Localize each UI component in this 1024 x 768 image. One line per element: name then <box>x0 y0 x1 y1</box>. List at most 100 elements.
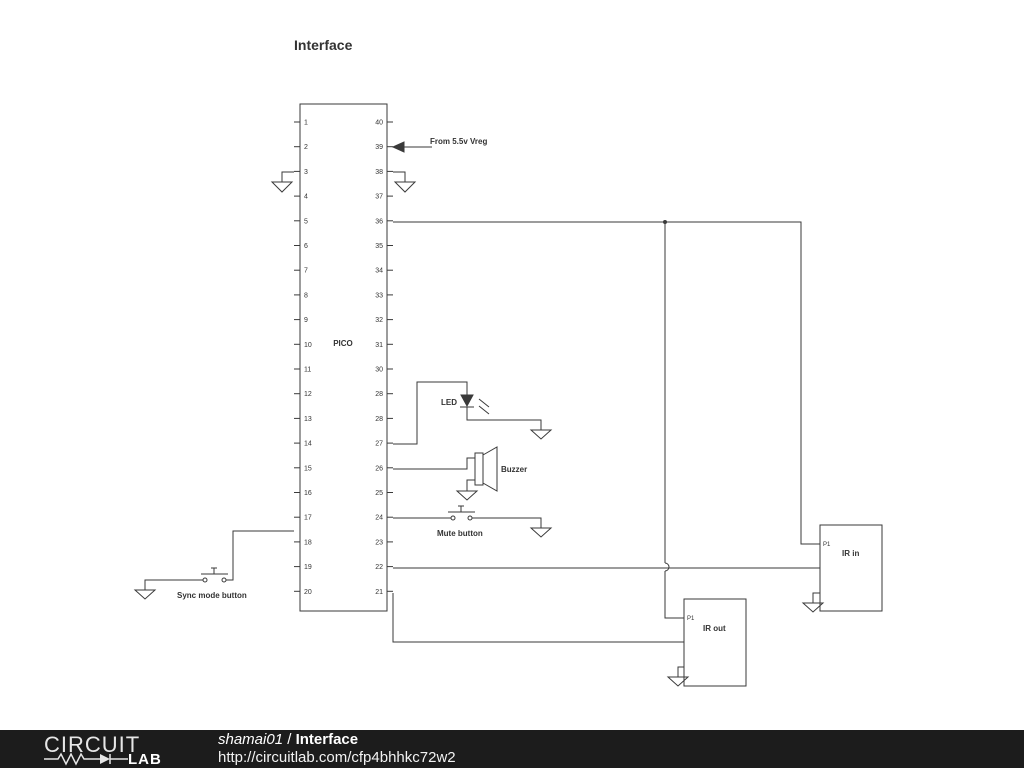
pin-number-right: 24 <box>375 515 383 522</box>
buzzer-icon <box>474 452 484 486</box>
pin-number-left: 20 <box>304 589 312 596</box>
pin3-ground-wire <box>281 171 294 182</box>
vreg-label: From 5.5v Vreg <box>430 137 487 146</box>
pin-number-left: 7 <box>304 268 308 275</box>
pin-number-left: 6 <box>304 243 308 250</box>
pin-number-right: 33 <box>375 292 383 299</box>
led-wire <box>393 381 468 445</box>
led-ground-wire <box>466 407 542 430</box>
resistor-diode-icon <box>44 752 128 766</box>
ir-in-pin-label: P1 <box>823 542 831 548</box>
ground-icon <box>393 181 417 193</box>
circuitlab-logo[interactable]: CIRCUIT LAB <box>40 730 180 768</box>
sync-ground-wire <box>144 579 203 590</box>
ir-in-label: IR in <box>842 549 859 558</box>
page-title: Interface <box>294 37 353 53</box>
buzzer-cone <box>482 446 498 492</box>
wire-crossover-hop <box>664 562 670 572</box>
ground-icon <box>529 429 553 440</box>
mute-ground-wire <box>472 517 542 528</box>
pin-number-right: 39 <box>375 144 383 151</box>
pico-body <box>299 103 388 612</box>
switch-contact <box>221 577 227 583</box>
pin-number-right: 27 <box>375 441 383 448</box>
pin-number-left: 13 <box>304 416 312 423</box>
pin-number-right: 23 <box>375 539 383 546</box>
buzzer-ground-wire <box>466 479 475 491</box>
pin-number-left: 16 <box>304 490 312 497</box>
led-light-arrow <box>478 398 490 408</box>
breadcrumb-separator: / <box>283 731 296 748</box>
ground-icon <box>666 676 690 687</box>
pin-number-right: 32 <box>375 317 383 324</box>
ground-icon <box>529 527 553 538</box>
pin-number-right: 36 <box>375 218 383 225</box>
pin-number-right: 28 <box>375 416 383 423</box>
pin-number-left: 15 <box>304 465 312 472</box>
ground-icon <box>455 490 479 501</box>
pin-number-left: 18 <box>304 539 312 546</box>
pin36-net-wire <box>393 221 820 545</box>
pin-number-right: 28 <box>375 391 383 398</box>
buzzer-wire <box>393 457 475 470</box>
sync-button-label: Sync mode button <box>177 591 247 600</box>
logo-text-bottom: LAB <box>128 751 162 768</box>
author-link[interactable]: shamai01 <box>218 731 284 748</box>
sync-wire <box>226 530 294 581</box>
ir-in-ground-wire <box>812 592 820 603</box>
pin-number-left: 3 <box>304 169 308 176</box>
led-label: LED <box>441 398 457 407</box>
pin-number-left: 1 <box>304 120 308 127</box>
ir-out-power-wire-lower <box>664 571 684 619</box>
pin-number-right: 26 <box>375 465 383 472</box>
ir-out-pin-label: P1 <box>687 616 695 622</box>
pin-number-right: 22 <box>375 564 383 571</box>
pin-number-left: 11 <box>304 367 311 374</box>
pin-number-right: 35 <box>375 243 383 250</box>
junction-dot <box>663 220 667 224</box>
pin-number-left: 19 <box>304 564 312 571</box>
ir-in-module[interactable] <box>819 524 883 612</box>
pico-label: PICO <box>333 339 353 348</box>
pin-number-left: 5 <box>304 218 308 225</box>
switch-contact <box>450 515 456 521</box>
pin38-ground-wire <box>393 171 406 182</box>
pin-number-left: 12 <box>304 391 312 398</box>
vreg-arrow-icon <box>391 141 405 153</box>
buzzer-label: Buzzer <box>501 465 527 474</box>
pin-number-right: 40 <box>375 120 383 127</box>
pin-number-left: 17 <box>304 515 312 522</box>
footer-bar: CIRCUIT LAB shamai01 / Interface http://… <box>0 730 1024 768</box>
pin-number-left: 2 <box>304 144 308 151</box>
pin-number-right: 21 <box>375 589 383 596</box>
pin-number-left: 8 <box>304 292 308 299</box>
pin-number-right: 38 <box>375 169 383 176</box>
pin-number-right: 25 <box>375 490 383 497</box>
switch-contact <box>202 577 208 583</box>
circuit-meta: shamai01 / Interface http://circuitlab.c… <box>218 731 456 767</box>
ground-icon <box>270 181 294 193</box>
pin-number-right: 37 <box>375 194 383 201</box>
pin-number-right: 30 <box>375 367 383 374</box>
ir-out-label: IR out <box>703 624 726 633</box>
ir-out-ground-wire <box>677 666 684 677</box>
pin21-ir-out-wire <box>392 593 684 643</box>
pin-number-left: 4 <box>304 194 308 201</box>
led-icon <box>460 394 474 408</box>
ir-out-module[interactable] <box>683 598 747 687</box>
circuit-url[interactable]: http://circuitlab.com/cfp4bhhkc72w2 <box>218 749 456 766</box>
pin-number-left: 10 <box>304 342 312 349</box>
pin-number-right: 31 <box>375 342 383 349</box>
led-light-arrow <box>478 405 490 415</box>
ground-icon <box>801 602 825 613</box>
switch-contact <box>467 515 473 521</box>
logo-text-top: CIRCUIT <box>44 732 141 757</box>
circuit-title[interactable]: Interface <box>295 731 359 748</box>
ground-icon <box>133 589 157 600</box>
pin-number-left: 9 <box>304 317 308 324</box>
mute-button-label: Mute button <box>437 529 483 538</box>
